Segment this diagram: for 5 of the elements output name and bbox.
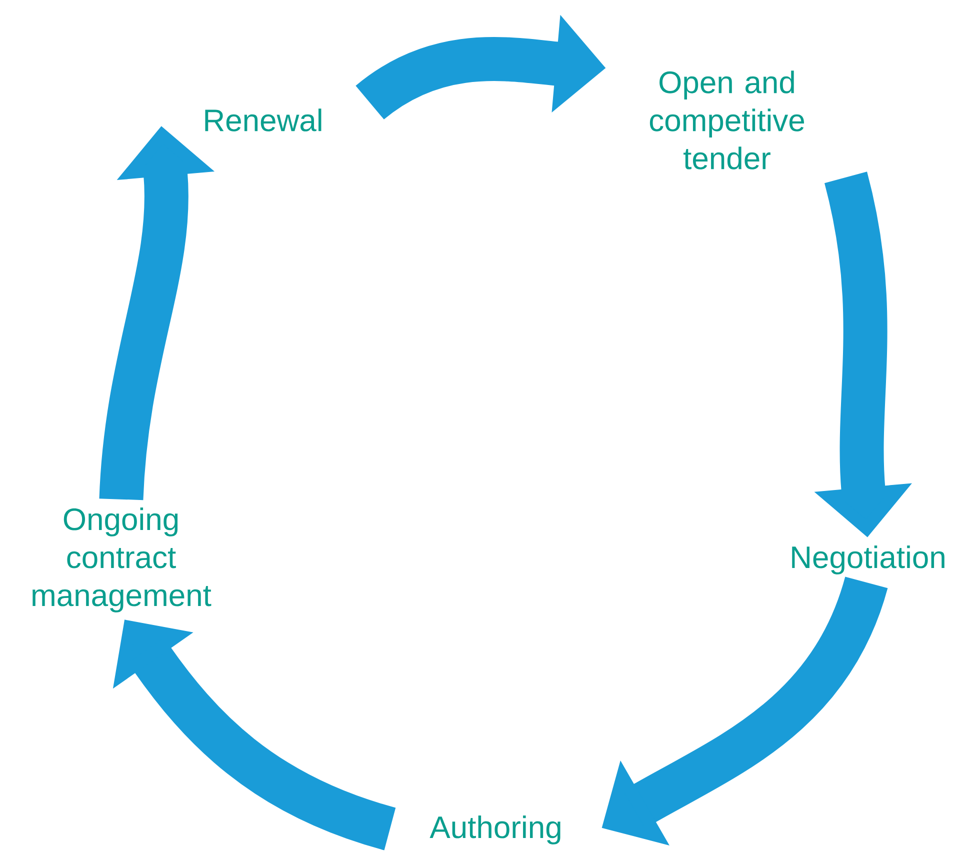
step-label: Authoring: [430, 816, 560, 844]
step-label: Negotiation: [792, 546, 944, 574]
step-label: Renewal: [205, 108, 322, 132]
step-label: Ongoing contract management: [32, 508, 212, 612]
step-label: Open and competitive tender: [650, 70, 804, 170]
